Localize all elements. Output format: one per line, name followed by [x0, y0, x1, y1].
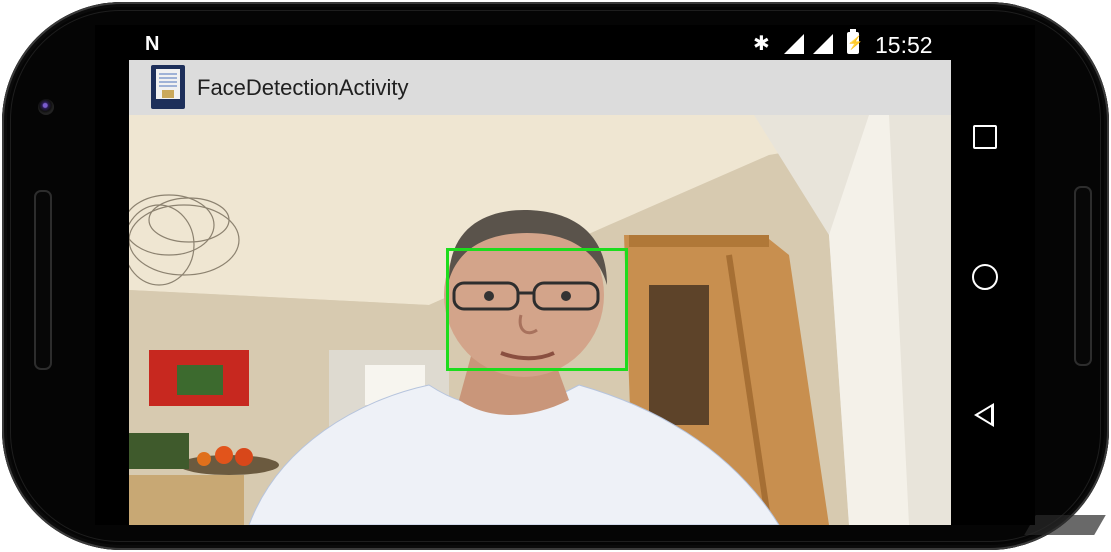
speaker-grille-left [34, 190, 52, 370]
home-circle-icon[interactable] [972, 264, 998, 290]
phone-highlight [1024, 515, 1106, 535]
front-camera-icon [38, 99, 54, 115]
glasses [452, 281, 520, 311]
app-icon[interactable] [151, 65, 185, 109]
camera-preview[interactable] [129, 115, 951, 525]
face-detection-box [446, 248, 628, 371]
signal-icon [813, 34, 833, 54]
ceiling [129, 115, 951, 305]
app-bar: FaceDetectionActivity [129, 60, 951, 115]
back-triangle-icon[interactable] [974, 403, 994, 427]
wall-edge [829, 115, 909, 525]
battery-charging-icon: ⚡ [847, 29, 863, 54]
person-hair [449, 210, 607, 285]
ceiling-lamp [129, 194, 240, 286]
phone-rim [10, 10, 1101, 542]
drawer-cabinet [129, 475, 244, 525]
speaker-grille-right [1074, 186, 1092, 366]
camera-scene [129, 115, 951, 525]
bluetooth-icon: ✱ [753, 33, 770, 55]
person-shirt [249, 385, 779, 525]
person-face [444, 213, 604, 377]
app-title: FaceDetectionActivity [197, 75, 409, 100]
status-bar: N ✱ ⚡ 15:52 [129, 29, 951, 60]
notification-n-icon: N [145, 33, 160, 55]
status-time: 15:52 [875, 32, 933, 58]
signal-icon [784, 34, 804, 54]
recents-square-icon[interactable] [973, 125, 997, 149]
person-mouth [500, 351, 555, 361]
cabinet-glass [649, 285, 709, 425]
fruit-bowl [215, 446, 233, 464]
